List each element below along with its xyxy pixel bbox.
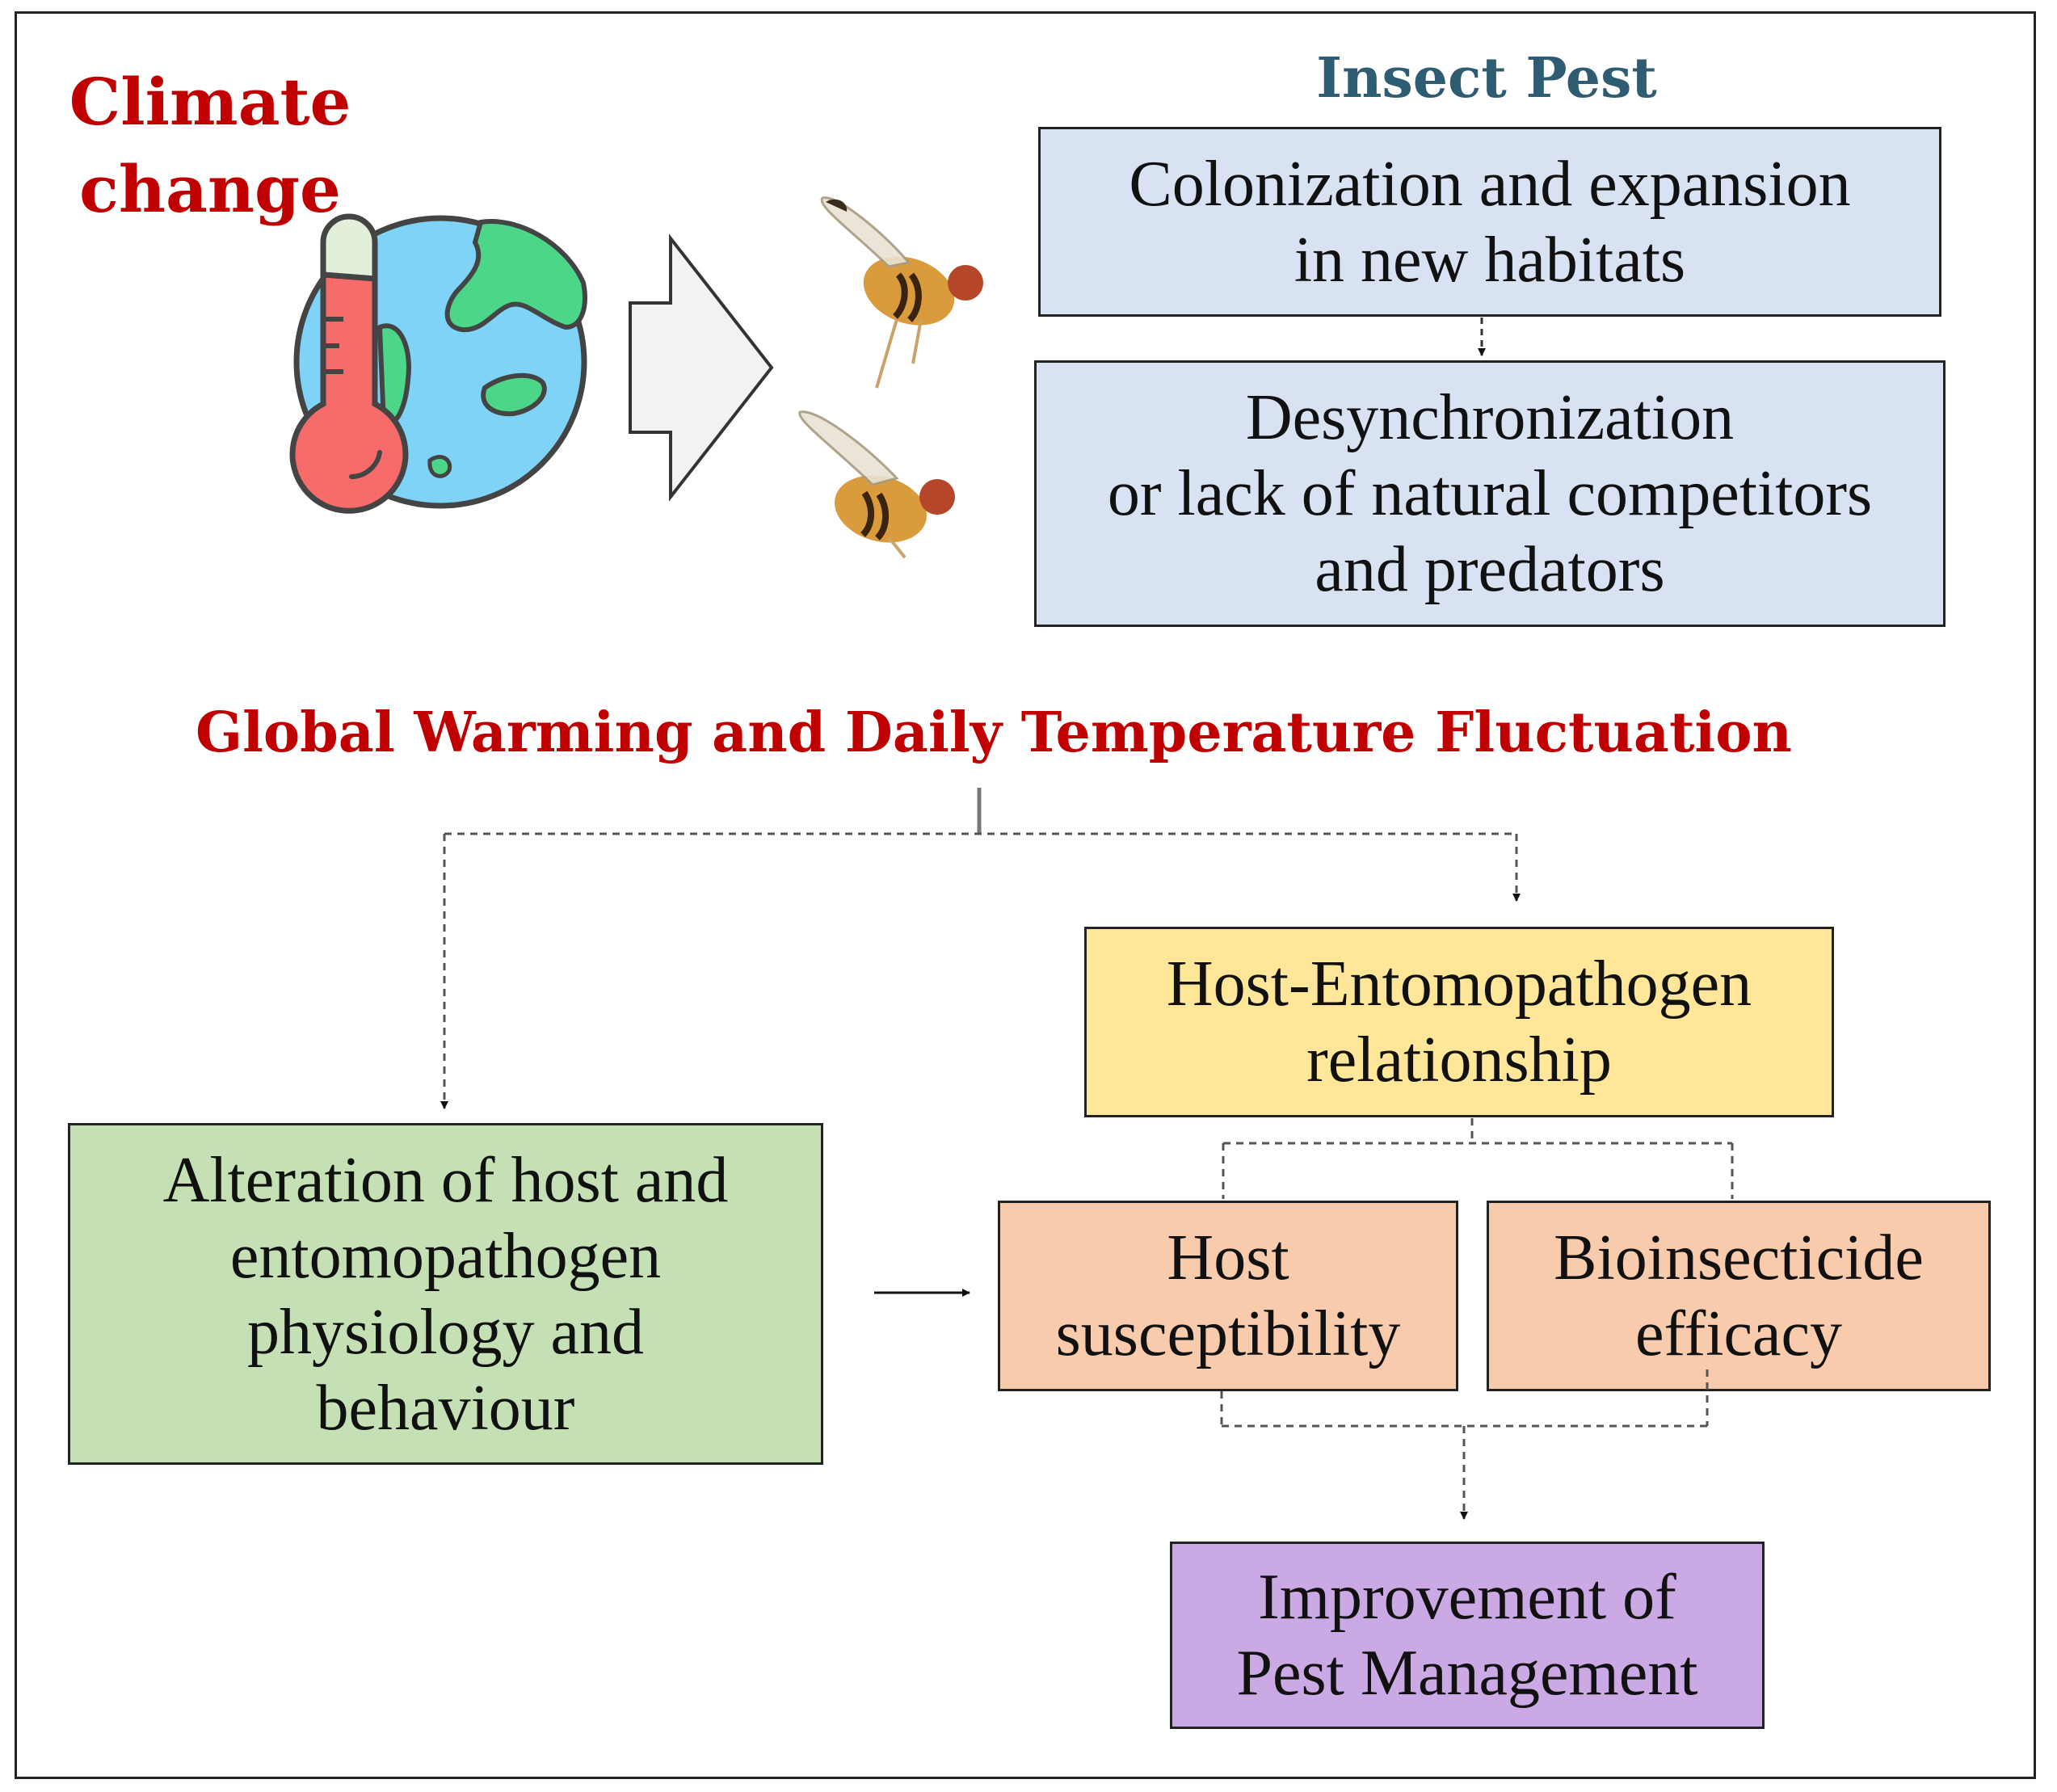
bioinsecticide-efficacy-label: Bioinsecticide efficacy: [1554, 1222, 1924, 1369]
figure-frame: [15, 11, 2036, 1779]
improvement-label: Improvement of Pest Management: [1236, 1562, 1698, 1709]
climate-change-title: Climate change: [69, 64, 351, 227]
desynchronization-label: Desynchronization or lack of natural com…: [1107, 382, 1873, 605]
connector-merge-improvement: [1220, 1369, 1709, 1520]
host-entomopathogen-box: Host-Entomopathogen relationship: [1084, 927, 1834, 1117]
globe-thermometer-icon: [289, 213, 587, 514]
host-entomopathogen-label: Host-Entomopathogen relationship: [1166, 949, 1752, 1096]
bioinsecticide-efficacy-box: Bioinsecticide efficacy: [1487, 1201, 1991, 1391]
desynchronization-box: Desynchronization or lack of natural com…: [1034, 360, 1946, 627]
connector-host-split: [1222, 1118, 1734, 1199]
host-susceptibility-label: Host susceptibility: [1055, 1222, 1401, 1369]
insect-pest-title: Insect Pest: [1316, 46, 1657, 111]
global-warming-title: Global Warming and Daily Temperature Flu…: [196, 700, 1792, 765]
improvement-box: Improvement of Pest Management: [1170, 1542, 1765, 1729]
connector-warming-split: [440, 788, 1521, 1109]
right-arrow-icon: [629, 233, 774, 502]
alteration-label: Alteration of host and entomopathogen ph…: [162, 1144, 729, 1444]
fruit-fly-icon: [820, 196, 983, 389]
colonization-box: Colonization and expansion in new habita…: [1038, 127, 1941, 317]
alteration-box: Alteration of host and entomopathogen ph…: [68, 1123, 823, 1465]
colonization-label: Colonization and expansion in new habita…: [1129, 148, 1851, 296]
fruit-fly-icon: [798, 410, 955, 559]
host-susceptibility-box: Host susceptibility: [998, 1201, 1458, 1391]
